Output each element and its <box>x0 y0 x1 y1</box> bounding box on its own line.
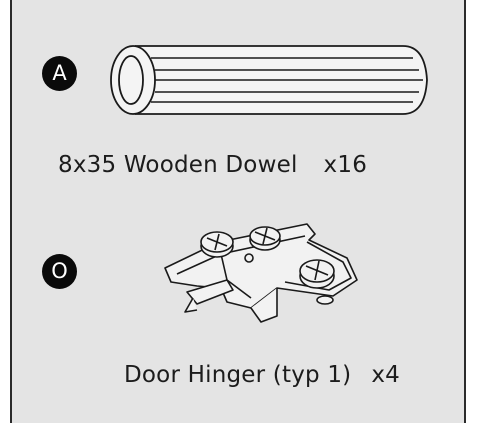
part-a-badge: A <box>42 56 77 91</box>
part-a-caption: 8x35 Wooden Dowel x16 <box>58 152 367 178</box>
wooden-dowel-icon <box>110 45 428 115</box>
parts-panel: A 8x35 Wooden Dowel x16 O <box>10 0 466 423</box>
part-a-quantity: x16 <box>323 152 368 178</box>
part-o-name: Door Hinger (typ 1) <box>124 362 352 388</box>
part-o-badge: O <box>42 254 77 289</box>
door-hinge-icon <box>164 223 358 323</box>
part-a-letter: A <box>52 61 67 85</box>
part-o-caption: Door Hinger (typ 1) x4 <box>124 362 400 388</box>
part-a-name: 8x35 Wooden Dowel <box>58 152 298 178</box>
part-o-quantity: x4 <box>371 362 400 388</box>
part-o-letter: O <box>51 259 68 283</box>
